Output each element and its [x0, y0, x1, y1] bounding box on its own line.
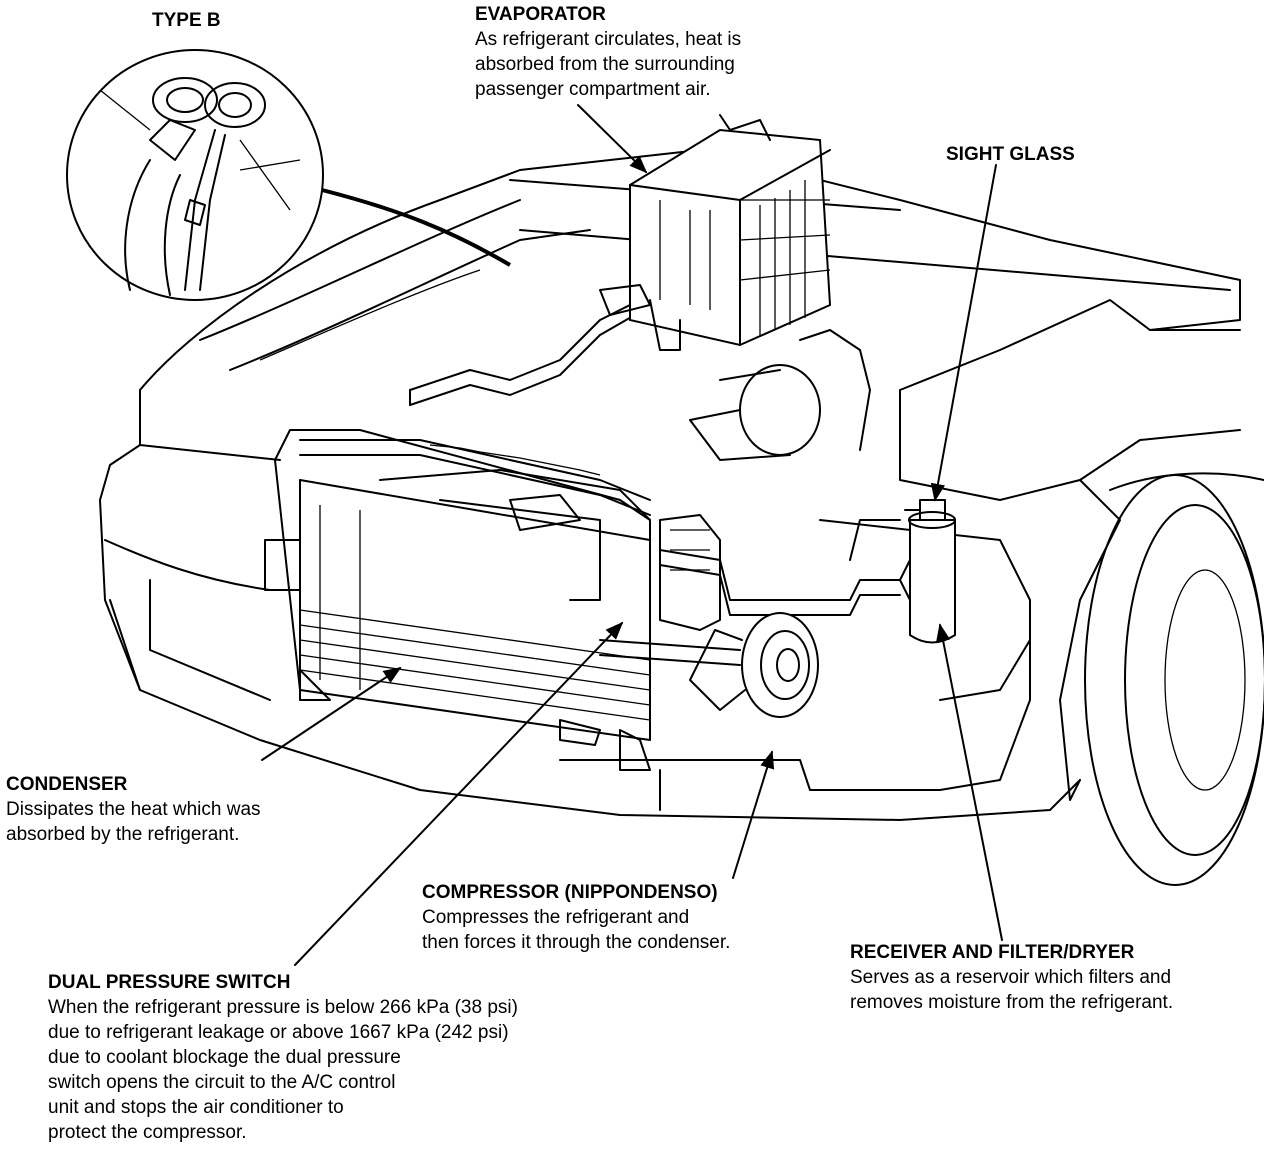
sight-glass-title: SIGHT GLASS — [946, 144, 1075, 165]
sight-glass-callout: SIGHT GLASS — [946, 142, 1075, 167]
condenser-description: Dissipates the heat which was absorbed b… — [6, 799, 261, 845]
dual-pressure-switch-title: DUAL PRESSURE SWITCH — [48, 972, 291, 993]
condenser-callout: CONDENSER Dissipates the heat which was … — [6, 772, 261, 847]
evaporator-title: EVAPORATOR — [475, 4, 606, 25]
type-b-detail-inset — [66, 49, 512, 301]
coolant-reservoir — [689, 329, 871, 461]
refrigerant-lines — [299, 299, 901, 666]
compressor-title: COMPRESSOR (NIPPONDENSO) — [422, 882, 718, 903]
condenser-title: CONDENSER — [6, 774, 128, 795]
evaporator-unit — [599, 114, 832, 351]
receiver-callout: RECEIVER AND FILTER/DRYER Serves as a re… — [850, 940, 1173, 1015]
dual-pressure-switch-callout: DUAL PRESSURE SWITCH When the refrigeran… — [48, 970, 518, 1145]
compressor — [659, 514, 819, 718]
receiver-dryer — [899, 499, 956, 644]
type-b-callout: TYPE B — [152, 8, 221, 33]
compressor-description: Compresses the refrigerant and then forc… — [422, 907, 731, 953]
compressor-callout: COMPRESSOR (NIPPONDENSO) Compresses the … — [422, 880, 730, 955]
car-body-outline — [99, 149, 1241, 821]
dual-pressure-switch-description: When the refrigerant pressure is below 2… — [48, 997, 518, 1143]
type-b-title: TYPE B — [152, 10, 221, 31]
receiver-title: RECEIVER AND FILTER/DRYER — [850, 942, 1135, 963]
front-wheel — [1084, 472, 1264, 886]
leader-lines — [261, 104, 1003, 966]
receiver-description: Serves as a reservoir which filters and … — [850, 967, 1174, 1013]
evaporator-callout: EVAPORATOR As refrigerant circulates, he… — [475, 2, 741, 102]
evaporator-description: As refrigerant circulates, heat is absor… — [475, 29, 742, 100]
